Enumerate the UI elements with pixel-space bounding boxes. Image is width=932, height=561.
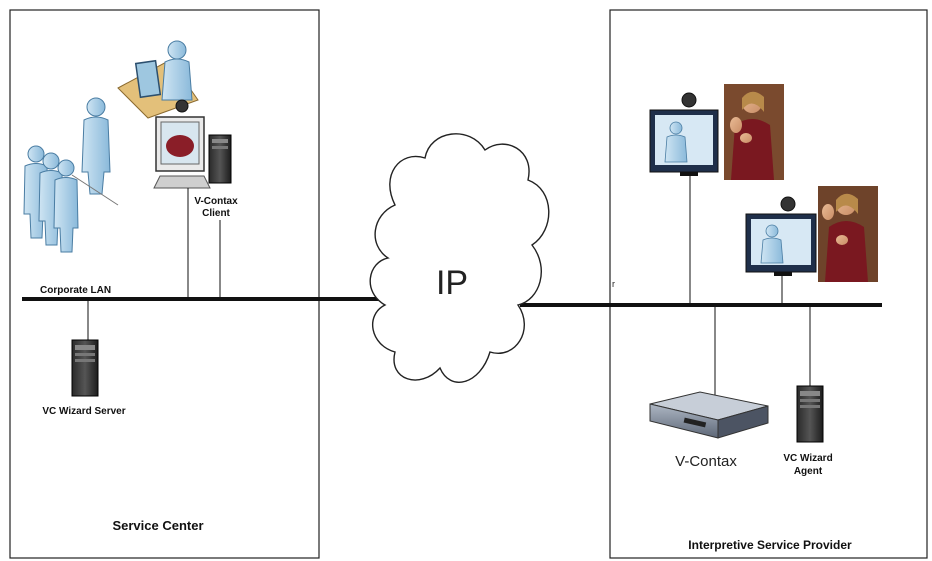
server-tower-icon <box>71 339 99 397</box>
service-center-panel: Service Center <box>9 9 320 559</box>
provider-title: Interpretive Service Provider <box>688 538 852 552</box>
v-contax-client: V-Contax Client <box>153 99 238 299</box>
webcam-icon <box>780 196 796 212</box>
client-label-line1: V-Contax <box>194 196 238 207</box>
vc-wizard-agent: VC Wizard Agent <box>783 305 833 477</box>
waiting-people-group <box>23 97 119 253</box>
v-contax-device: V-Contax <box>649 305 769 470</box>
provider-panel: Interpretive Service Provider <box>609 9 928 559</box>
server-tower-icon <box>796 385 824 443</box>
webcam-icon <box>175 99 189 113</box>
interpreter-photo <box>818 186 878 282</box>
vc-wizard-server: VC Wizard Server <box>42 299 126 417</box>
corporate-lan-label: Corporate LAN <box>40 285 111 296</box>
cloud-label: IP <box>436 264 468 302</box>
webcam-icon <box>681 92 697 108</box>
interpreter-station-1 <box>649 84 784 305</box>
device-label: V-Contax <box>675 453 737 470</box>
client-label-line2: Client <box>202 208 230 219</box>
video-content <box>166 135 194 157</box>
agent-label-line2: Agent <box>794 466 823 477</box>
person-icon <box>760 224 784 264</box>
desk-monitor <box>134 59 162 99</box>
service-center-border <box>9 9 320 559</box>
server-tower-icon <box>208 134 232 184</box>
person-icon <box>81 97 111 195</box>
agent-label-line1: VC Wizard <box>783 453 832 464</box>
ip-cloud: IP <box>369 133 550 383</box>
interpreter-station-2 <box>745 186 878 305</box>
person-icon <box>53 159 79 253</box>
stray-mark: r <box>612 279 615 289</box>
interpreter-photo <box>724 84 784 180</box>
person-icon <box>161 40 193 101</box>
person-icon <box>664 121 688 163</box>
provider-border <box>609 9 928 559</box>
service-center-title: Service Center <box>112 518 203 533</box>
server-label: VC Wizard Server <box>42 406 125 417</box>
cloud-shape <box>369 133 550 383</box>
